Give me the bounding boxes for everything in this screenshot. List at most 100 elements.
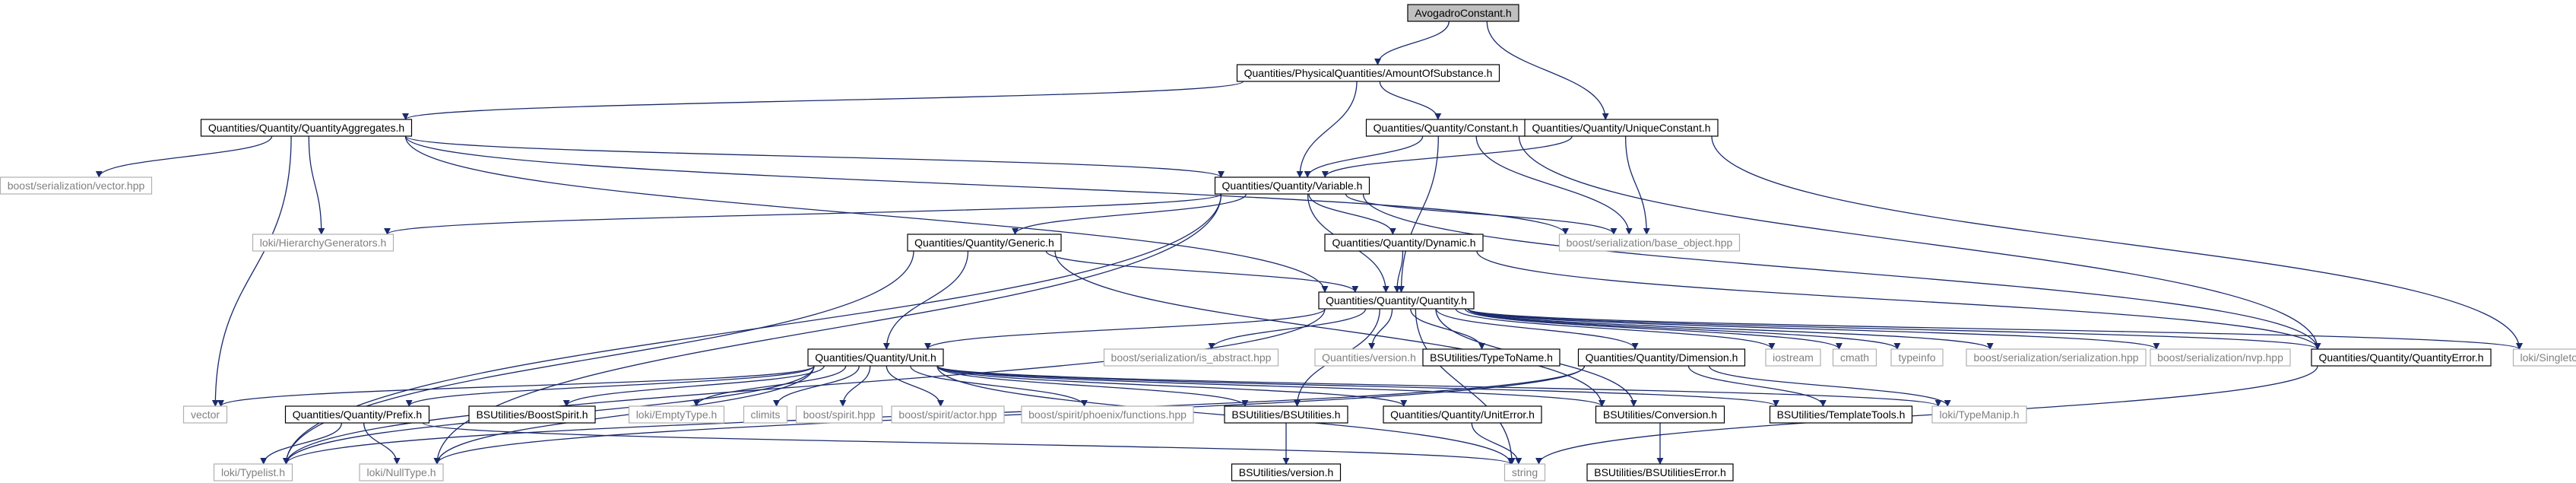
node-label: BSUtilities/BoostSpirit.h [476,408,588,421]
node-label: boost/serialization/is_abstract.hpp [1111,351,1272,364]
edge-prefix-to-typelist [260,422,343,465]
node-box [359,463,444,481]
node-label: boost/spirit.hpp [803,408,876,421]
edge-avogadro-to-amount [1374,21,1450,65]
node-bserror[interactable]: BSUtilities/BSUtilitiesError.h [1586,463,1734,481]
node-label: BSUtilities/Conversion.h [1603,408,1717,421]
node-typetoname[interactable]: BSUtilities/TypeToName.h [1422,348,1560,367]
node-box [1586,463,1734,481]
node-iostream: iostream [1765,348,1821,367]
node-label: Quantities/Quantity/Variable.h [1222,180,1363,192]
node-box [1224,405,1348,424]
node-box [1318,291,1475,310]
edge-aggregates-to-vector [211,135,292,407]
edge-prefix-to-nulltype [363,422,401,465]
edge-unit-to-bsutilities [936,365,1249,407]
node-label: Quantities/Quantity/Prefix.h [293,408,422,421]
node-box [628,405,725,424]
node-typelist: loki/Typelist.h [213,463,293,481]
node-prefix[interactable]: Quantities/Quantity/Prefix.h [284,405,430,424]
edge-quantity-to-serserialization [1467,308,1994,350]
edge-variable-to-hiergen [384,193,1222,235]
node-box [2150,348,2291,367]
node-label: BSUtilities/version.h [1239,466,1334,478]
edge-unit-to-prefix [405,365,815,407]
node-box [1324,234,1484,252]
edge-constant-to-quantity [1398,135,1439,293]
node-label: BSUtilities/TypeToName.h [1430,351,1553,364]
node-label: boost/serialization/base_object.hpp [1567,237,1733,249]
node-serserialization: boost/serialization/serialization.hpp [1966,348,2147,367]
edge-quantity-to-typelist [283,308,1326,465]
node-dynamic[interactable]: Quantities/Quantity/Dynamic.h [1324,234,1484,252]
node-generic[interactable]: Quantities/Quantity/Generic.h [907,234,1062,252]
node-label: Quantities/Quantity/Dimension.h [1586,351,1738,364]
node-box [743,405,788,424]
node-label: boost/spirit/actor.hpp [898,408,996,421]
node-avogadro[interactable]: AvogadroConstant.h [1407,4,1519,22]
edge-aggregates-to-quantity [404,135,1329,293]
node-conversion[interactable]: BSUtilities/Conversion.h [1595,405,1725,424]
node-box [284,405,430,424]
edge-aggregates-to-hiergen [308,135,325,235]
node-uniterror[interactable]: Quantities/Quantity/UnitError.h [1383,405,1542,424]
node-label: loki/EmptyType.h [636,408,718,421]
node-box [1769,405,1913,424]
edge-unit-to-typemanip [936,365,1942,407]
edge-unit-to-uniterror [936,365,1408,407]
node-label: Quantities/Quantity/Constant.h [1374,122,1519,134]
edge-dynamic-to-quantity [1393,250,1404,293]
node-sertvector: boost/serialization/vector.hpp [0,176,153,195]
node-emptytype: loki/EmptyType.h [628,405,725,424]
edge-amount-to-constant [1379,81,1442,120]
node-aggregates[interactable]: Quantities/Quantity/QuantityAggregates.h [200,119,413,137]
node-box [1577,348,1746,367]
node-label: Quantities/Quantity/QuantityAggregates.h [208,122,404,134]
node-box [1832,348,1877,367]
edge-variable-to-dynamic [1308,193,1396,235]
edge-unit-to-nulltype [433,365,815,465]
node-quantity[interactable]: Quantities/Quantity/Quantity.h [1318,291,1475,310]
node-cmath: cmath [1832,348,1877,367]
node-label: typeinfo [1898,351,1935,364]
node-box [182,405,228,424]
edge-dimension-to-nulltype [433,365,1586,465]
node-unique[interactable]: Quantities/Quantity/UniqueConstant.h [1524,119,1719,137]
node-boostspirit[interactable]: BSUtilities/BoostSpirit.h [468,405,596,424]
node-label: Quantities/Quantity/UniqueConstant.h [1532,122,1710,134]
edge-variable-to-nulltype [433,193,1222,465]
node-variable[interactable]: Quantities/Quantity/Variable.h [1214,176,1370,195]
edge-quantity-to-cmath [1464,308,1842,350]
node-isabstract: boost/serialization/is_abstract.hpp [1103,348,1279,367]
node-box [891,405,1005,424]
node-box [1890,348,1944,367]
node-label: Quantities/Quantity/UnitError.h [1390,408,1535,421]
node-box [1422,348,1560,367]
node-qerror[interactable]: Quantities/Quantity/QuantityError.h [2311,348,2492,367]
node-templatetools[interactable]: BSUtilities/TemplateTools.h [1769,405,1913,424]
node-bsversion[interactable]: BSUtilities/version.h [1231,463,1342,481]
edge-quantity-to-isabstract [1208,308,1367,350]
node-box [1383,405,1542,424]
edge-quantity-to-typetoname [1410,308,1485,350]
edge-generic-to-conversion [1054,250,1605,407]
node-vector: vector [182,405,228,424]
node-dimension[interactable]: Quantities/Quantity/Dimension.h [1577,348,1746,367]
node-label: loki/HierarchyGenerators.h [260,237,387,249]
node-bsutilities[interactable]: BSUtilities/BSUtilities.h [1224,405,1348,424]
node-label: boost/serialization/nvp.hpp [2157,351,2283,364]
node-spirit: boost/spirit.hpp [795,405,883,424]
edge-quantity-to-qversion [1368,308,1393,350]
node-amount[interactable]: Quantities/PhysicalQuantities/AmountOfSu… [1236,64,1500,82]
node-box [200,119,413,137]
edge-dimension-to-templatetools [1687,365,1827,407]
node-hiergen: loki/HierarchyGenerators.h [252,234,394,252]
edge-unit-to-spirit [839,365,871,407]
edge-amount-to-variable [1296,81,1358,178]
edge-unit-to-vector [217,365,815,407]
node-qversion: Quantities/version.h [1314,348,1424,367]
node-box [1503,463,1546,481]
node-unit[interactable]: Quantities/Quantity/Unit.h [807,348,944,367]
node-constant[interactable]: Quantities/Quantity/Constant.h [1365,119,1526,137]
edge-unit-to-emptytype [692,365,847,407]
